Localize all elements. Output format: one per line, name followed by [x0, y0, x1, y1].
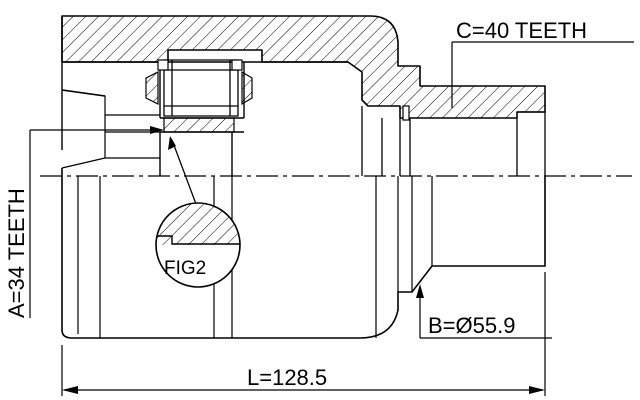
fig2-label: FIG2	[164, 258, 206, 279]
b-arrow	[416, 284, 424, 298]
bearing-cap-right	[241, 70, 253, 106]
stub-shaft-upper	[361, 106, 546, 176]
retaining-ring	[402, 105, 410, 121]
bearing-clip-top-right	[231, 59, 243, 71]
needle-bearing	[163, 59, 239, 117]
housing-shoulder	[397, 176, 433, 292]
l-arrow-right	[529, 386, 545, 394]
c-teeth-label: C=40 TEETH	[456, 18, 587, 43]
fig2-hatch	[156, 203, 240, 245]
l-arrow-left	[62, 386, 78, 394]
fig2-profile	[156, 235, 240, 245]
fig2-arrow	[168, 136, 176, 150]
fig2-leader	[171, 139, 197, 205]
b-diameter-label: B=Ø55.9	[428, 313, 515, 338]
bearing-cap-left	[145, 71, 159, 105]
bearing-clip-top	[157, 59, 169, 71]
a-arrow	[150, 126, 164, 134]
roller-hatch	[163, 117, 235, 133]
a-teeth-label: A=34 TEETH	[4, 188, 29, 318]
housing-outline-lower	[61, 168, 546, 339]
inner-cup-profile	[61, 89, 160, 169]
length-label: L=128.5	[247, 365, 327, 390]
